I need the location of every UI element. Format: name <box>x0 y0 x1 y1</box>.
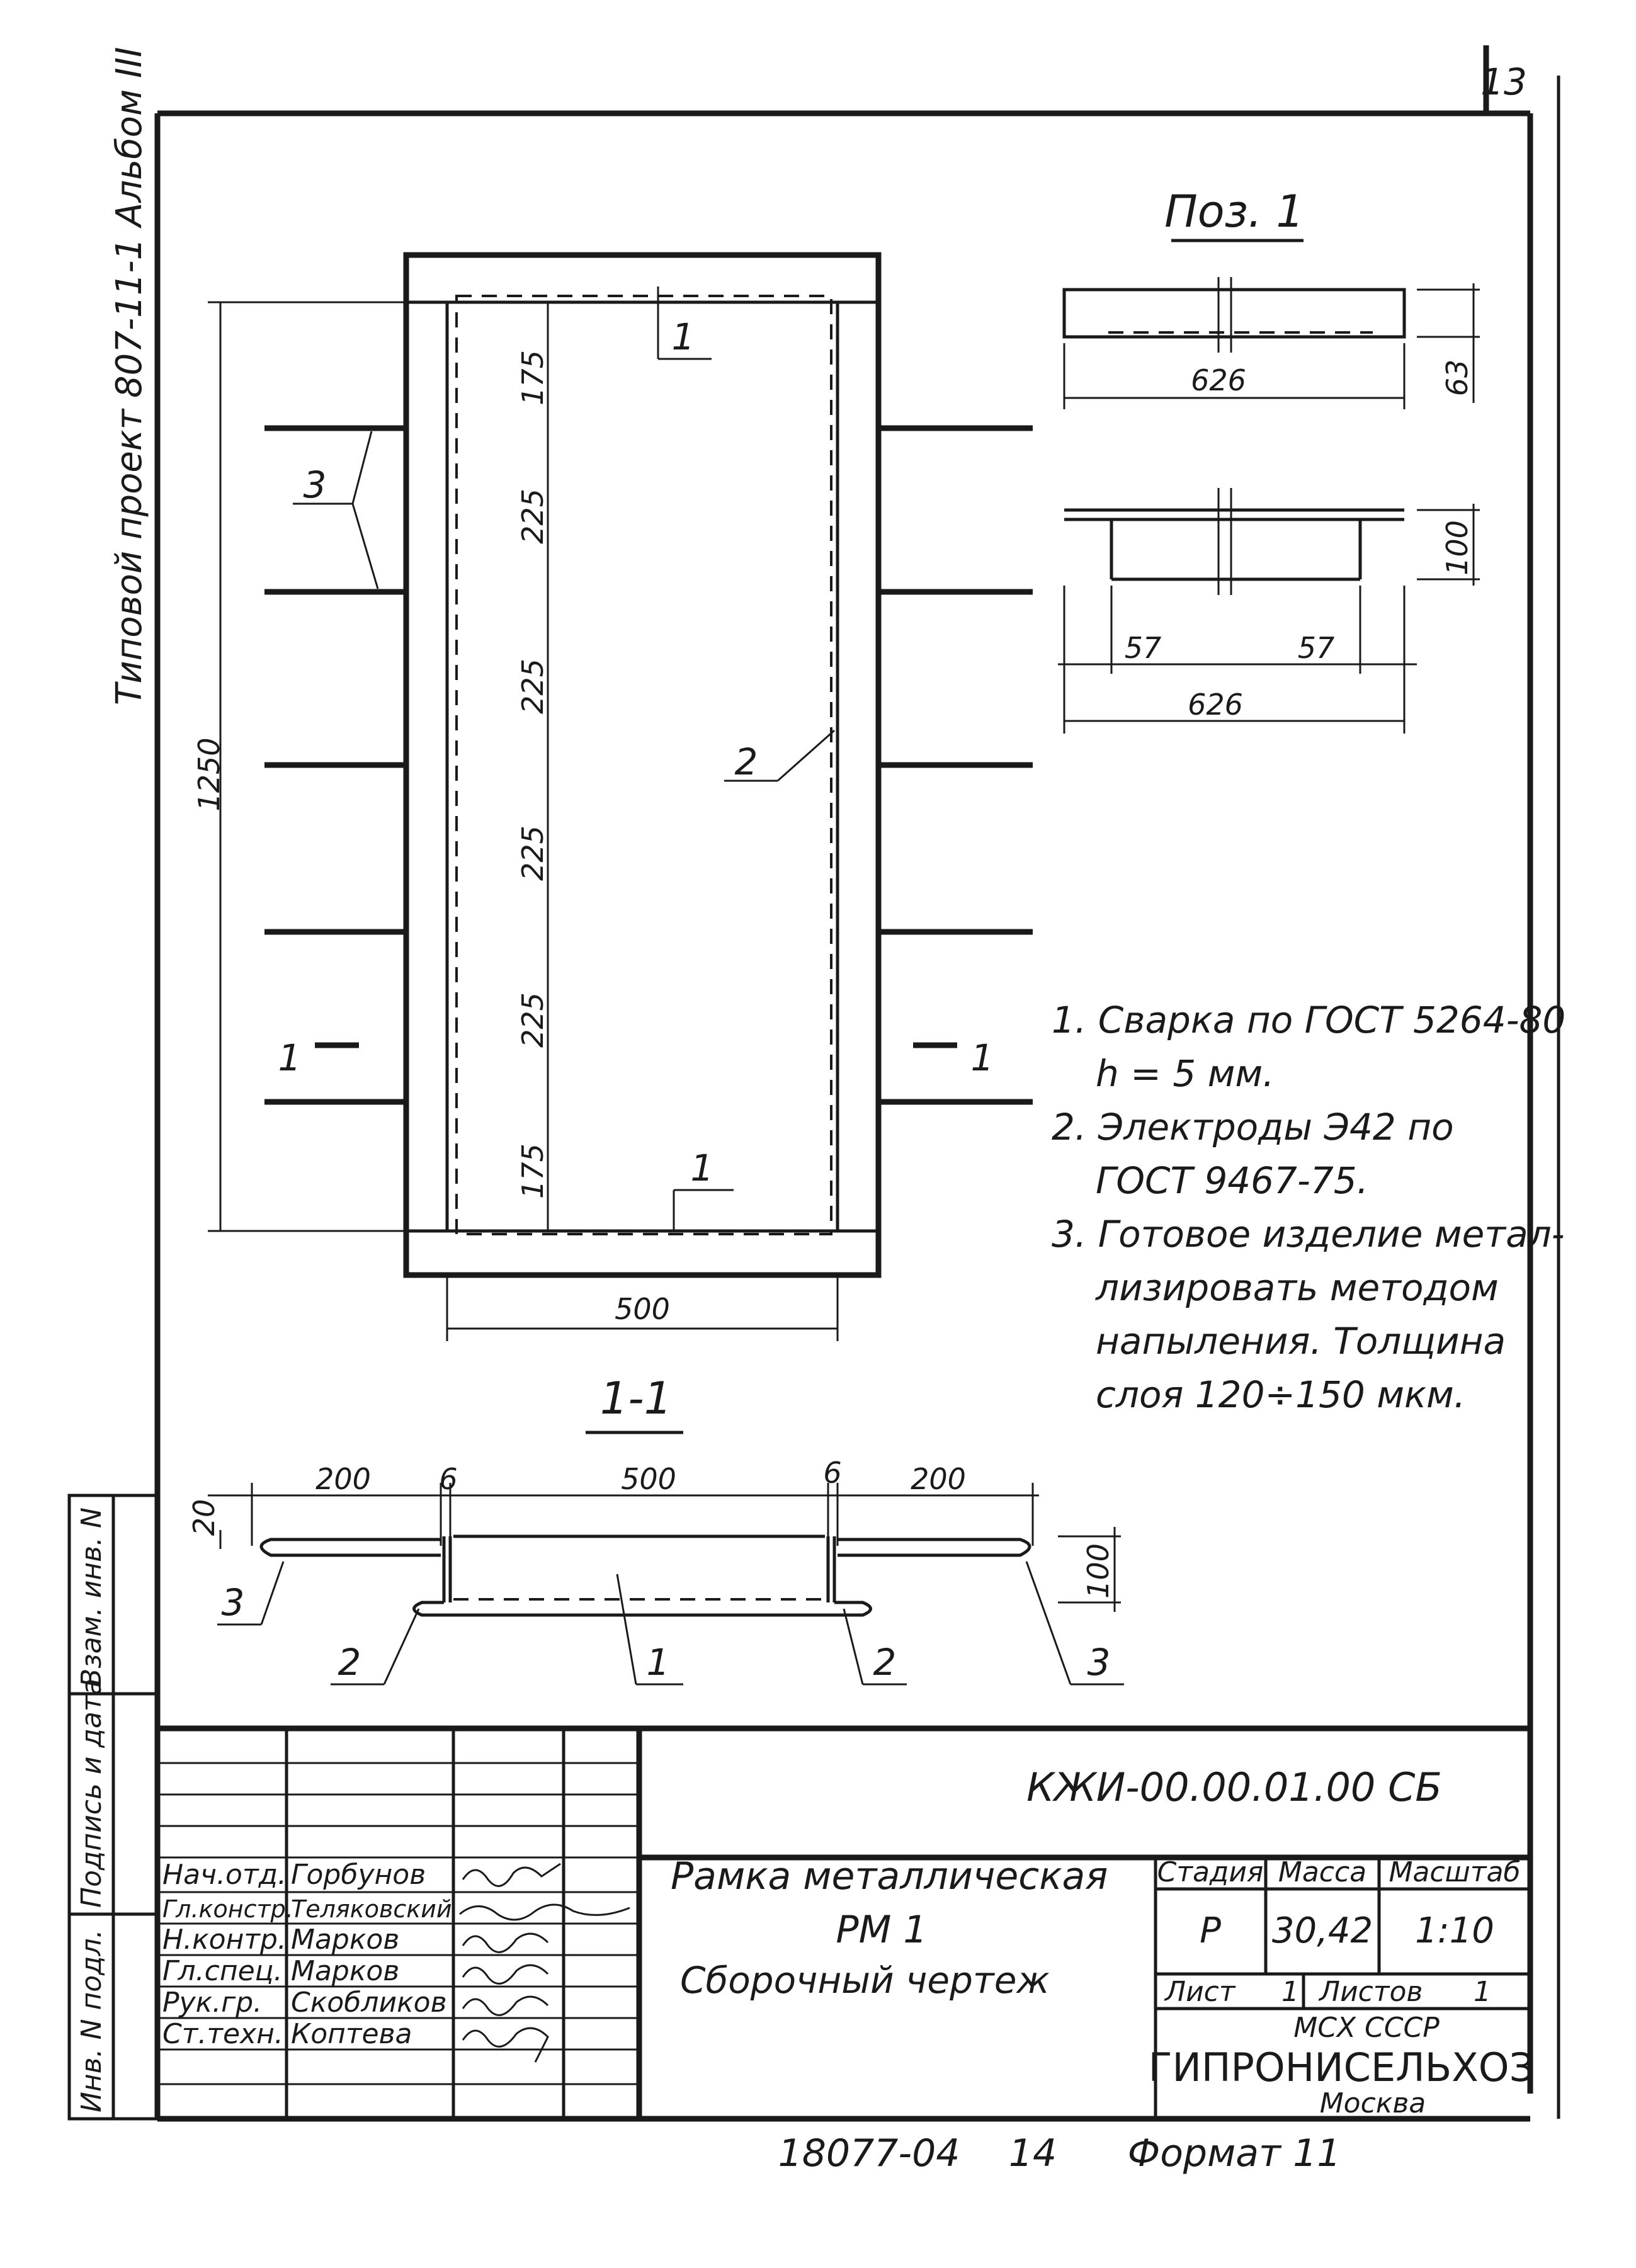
dim-seg-1: 175 <box>516 350 550 405</box>
dim-seg-6: 175 <box>516 1143 550 1199</box>
title-line-1: Рамка металлическая <box>671 1854 1108 1898</box>
rebar-rods-left <box>264 425 406 1105</box>
sheet-value: 1 <box>1281 1976 1299 2008</box>
dim-seg-4: 225 <box>516 825 550 881</box>
pos1-left-offset: 57 <box>1125 631 1162 665</box>
dim-seg-3: 225 <box>516 659 550 714</box>
doc-code: КЖИ-00.00.01.00 СБ <box>1026 1764 1442 1810</box>
note-line-7: напыления. Толщина <box>1096 1320 1506 1363</box>
note-line-1: 1. Сварка по ГОСТ 5264-80 <box>1052 999 1565 1041</box>
name-3: Марков <box>291 1924 399 1956</box>
dim-seg-2: 225 <box>516 489 550 544</box>
sheet-frame <box>154 45 1560 2122</box>
left-stamp-column <box>67 1494 159 2121</box>
sec-dim-gap-left-6: 6 <box>439 1462 457 1496</box>
section-mark-left: 1 <box>278 1036 302 1079</box>
stamp-replaced-inv-label: Взам. инв. N <box>76 1507 108 1687</box>
plan-callout-3: 3 <box>304 463 327 506</box>
pos1-detail-bottom <box>1058 488 1480 734</box>
sec-callout-3-left: 3 <box>222 1581 245 1624</box>
title-line-3: Сборочный чертеж <box>680 1959 1050 2002</box>
mass-value: 30,42 <box>1272 1910 1373 1951</box>
plan-callout-1-bottom: 1 <box>691 1147 714 1189</box>
sheets-value: 1 <box>1474 1976 1491 2008</box>
footer-format: Формат 11 <box>1128 2131 1341 2175</box>
plan-callout-1-top: 1 <box>672 315 695 358</box>
scale-label: Масштаб <box>1389 1856 1520 1888</box>
name-2: Теляковский <box>291 1895 452 1923</box>
name-4: Марков <box>291 1955 399 1987</box>
footer-page: 14 <box>1009 2131 1057 2175</box>
dim-total-1250: 1250 <box>192 737 226 811</box>
rebar-rods-right <box>878 425 1033 1105</box>
role-5: Рук.гр. <box>162 1987 262 2019</box>
title-line-2: РМ 1 <box>836 1908 927 1952</box>
pos1-top-height: 63 <box>1440 360 1474 397</box>
pos1-top-length: 626 <box>1191 363 1246 397</box>
name-6: Коптева <box>291 2018 412 2050</box>
pos1-bottom-length: 626 <box>1188 688 1243 722</box>
sheets-label: Листов <box>1318 1976 1423 2008</box>
sec-callout-2-right: 2 <box>873 1641 897 1684</box>
sec-callout-2-left: 2 <box>338 1641 361 1684</box>
stamp-inv-label: Инв. N подл. <box>76 1929 108 2112</box>
sheet-label: Лист <box>1164 1976 1236 2008</box>
role-6: Ст.техн. <box>162 2018 283 2050</box>
dim-seg-5: 225 <box>516 992 550 1048</box>
section-view <box>208 1483 1124 1686</box>
sheet-number: 13 <box>1480 60 1527 103</box>
note-line-8: слоя 120÷150 мкм. <box>1096 1373 1465 1416</box>
org-line-2: ГИПРОНИСЕЛЬХОЗ <box>1149 2044 1535 2090</box>
sec-callout-3-right: 3 <box>1088 1641 1111 1684</box>
sec-dim-gap-right-6: 6 <box>823 1456 841 1490</box>
pos1-right-offset: 57 <box>1298 631 1335 665</box>
note-line-3: 2. Электроды Э42 по <box>1052 1106 1454 1148</box>
stage-label: Стадия <box>1157 1856 1264 1888</box>
plan-callout-2: 2 <box>735 740 758 783</box>
sec-dim-height-100: 100 <box>1081 1543 1115 1599</box>
note-line-4: ГОСТ 9467-75. <box>1096 1159 1368 1202</box>
dim-width-500: 500 <box>615 1292 670 1326</box>
role-3: Н.контр. <box>162 1924 287 1956</box>
title-block <box>157 1725 1530 2119</box>
stage-value: Р <box>1200 1910 1221 1951</box>
pos1-bottom-height: 100 <box>1440 520 1474 576</box>
note-line-6: лизировать методом <box>1095 1266 1499 1309</box>
sec-dim-center-500: 500 <box>621 1462 676 1496</box>
plan-view <box>208 252 1033 1341</box>
note-line-2: h = 5 мм. <box>1096 1052 1275 1095</box>
org-line-1: МСХ СССР <box>1293 2012 1440 2044</box>
mass-label: Масса <box>1278 1856 1366 1888</box>
notes: 1. Сварка по ГОСТ 5264-80 h = 5 мм. 2. Э… <box>1052 999 1565 1416</box>
position-label: Поз. 1 <box>1164 186 1304 237</box>
section-label: 1-1 <box>600 1373 672 1424</box>
role-1: Нач.отд. <box>162 1859 287 1891</box>
name-1: Горбунов <box>291 1859 426 1891</box>
sec-dim-edge-20: 20 <box>187 1499 221 1536</box>
org-line-3: Москва <box>1320 2087 1426 2119</box>
sec-callout-1: 1 <box>647 1641 670 1684</box>
sec-dim-right-200: 200 <box>911 1462 966 1496</box>
stamp-signature-date-label: Подпись и дата <box>76 1679 108 1908</box>
scale-value: 1:10 <box>1415 1910 1494 1951</box>
pos1-detail-top <box>1062 277 1480 409</box>
role-4: Гл.спец. <box>162 1955 283 1987</box>
name-5: Скобликов <box>291 1987 447 2019</box>
side-title: Типовой проект 807-11-1 Альбом III <box>109 47 150 705</box>
signatures <box>459 1863 630 2063</box>
role-2: Гл.констр. <box>162 1895 293 1923</box>
section-mark-right: 1 <box>971 1036 994 1079</box>
sec-dim-left-200: 200 <box>315 1462 371 1496</box>
note-line-5: 3. Готовое изделие метал- <box>1052 1213 1565 1256</box>
footer-number: 18077-04 <box>778 2131 960 2175</box>
